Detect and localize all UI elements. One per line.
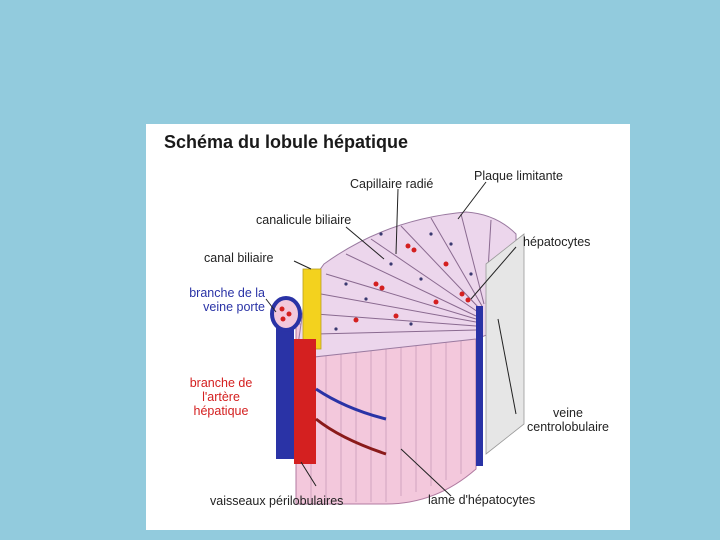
portal-vein-branch <box>276 324 294 459</box>
label-veine-centrolobulaire-line1: veine <box>518 406 618 420</box>
label-lame-hepatocytes: lame d'hépatocytes <box>428 493 535 507</box>
diagram-panel: Schéma du lobule hépatique <box>146 124 630 530</box>
label-branche-artere-line3: hépatique <box>168 404 274 418</box>
label-branche-artere-line2: l'artère <box>168 390 274 404</box>
label-veine-centrolobulaire: veine centrolobulaire <box>518 406 618 434</box>
label-branche-veine-porte: branche de la veine porte <box>160 286 265 314</box>
label-veine-centrolobulaire-line2: centrolobulaire <box>518 420 618 434</box>
label-canalicule-biliaire: canalicule biliaire <box>256 213 351 227</box>
label-plaque-limitante: Plaque limitante <box>474 169 563 183</box>
label-branche-artere: branche de l'artère hépatique <box>168 376 274 418</box>
label-hepatocytes: hépatocytes <box>523 235 590 249</box>
label-canal-biliaire: canal biliaire <box>204 251 273 265</box>
portal-vein-opening <box>272 298 300 330</box>
label-capillaire-radie: Capillaire radié <box>350 177 433 191</box>
label-branche-artere-line1: branche de <box>168 376 274 390</box>
bile-duct <box>303 269 321 349</box>
hepatic-artery-branch <box>294 339 316 464</box>
label-vaisseaux-perilobulaires: vaisseaux périlobulaires <box>210 494 343 508</box>
label-branche-veine-porte-line2: veine porte <box>160 300 265 314</box>
label-branche-veine-porte-line1: branche de la <box>160 286 265 300</box>
central-vein <box>476 306 483 466</box>
